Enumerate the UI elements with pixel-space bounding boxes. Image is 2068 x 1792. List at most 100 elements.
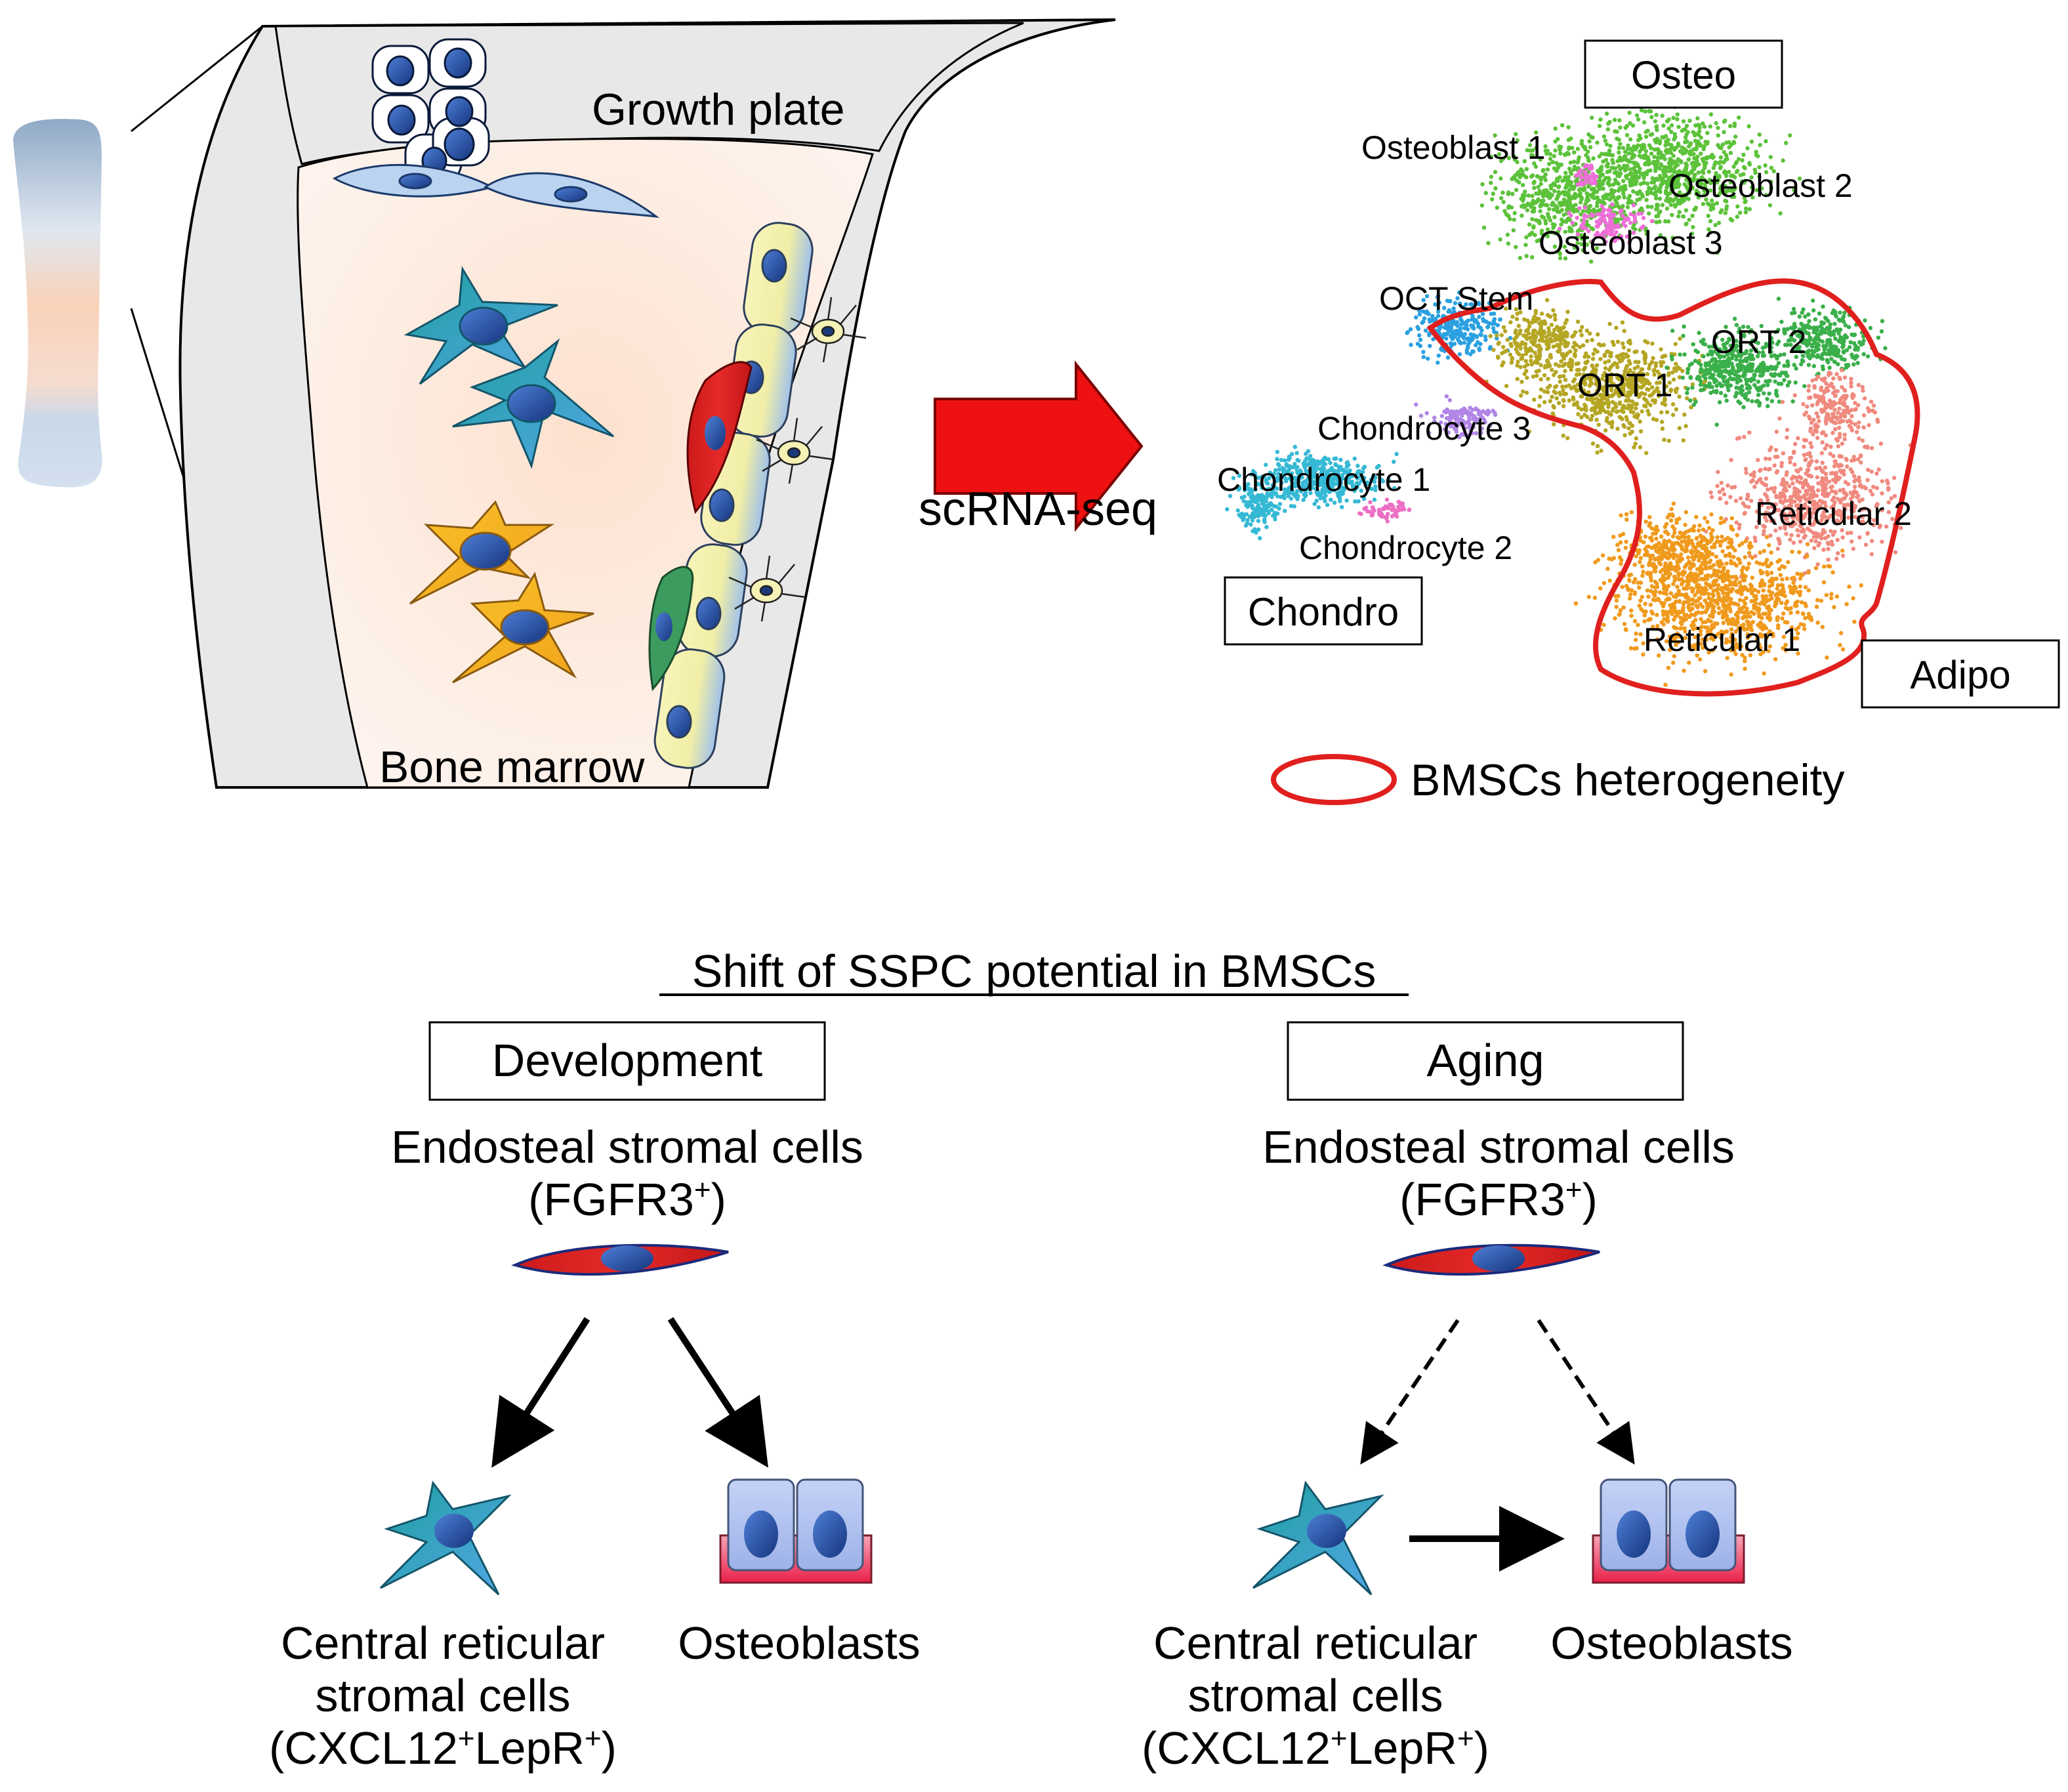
umap-point-reticular-1 (1806, 570, 1811, 575)
umap-point-ort-1 (1561, 374, 1566, 379)
umap-point-osteoblast (1530, 209, 1535, 214)
umap-point-osteoblast (1539, 231, 1544, 236)
umap-point-reticular-1 (1824, 593, 1829, 598)
umap-plot: Osteoblast 1 Osteoblast 2 Osteoblast 3 O… (1217, 39, 2060, 805)
umap-point-ort-1 (1615, 385, 1621, 389)
umap-point-osteoblast (1566, 125, 1571, 129)
umap-point-osteoblast-3 (1588, 177, 1593, 181)
umap-point-osteoblast (1692, 167, 1697, 171)
umap-point-reticular-2 (1856, 425, 1861, 430)
umap-point-osteoblast (1695, 154, 1700, 159)
umap-point-osteoblast-3 (1589, 213, 1594, 218)
umap-point-ort-1 (1567, 398, 1571, 403)
umap-point-reticular-1 (1598, 586, 1603, 591)
umap-point-ort-1 (1609, 425, 1614, 429)
umap-point-oct-stem (1465, 345, 1470, 350)
umap-point-osteoblast (1732, 194, 1737, 199)
umap-point-ort-1 (1603, 392, 1607, 397)
umap-point-ort-1 (1673, 342, 1678, 346)
umap-point-reticular-2 (1791, 541, 1796, 545)
umap-point-reticular-1 (1636, 623, 1640, 627)
growth-plate-label: Growth plate (592, 85, 845, 135)
umap-point-osteoblast (1747, 207, 1752, 211)
umap-point-ort-1 (1590, 441, 1596, 446)
umap-point-oct-stem (1437, 300, 1441, 305)
umap-point-ort-1 (1596, 423, 1601, 427)
umap-point-ort-1 (1649, 360, 1655, 365)
umap-point-reticular-2 (1796, 533, 1800, 538)
umap-point-osteoblast-3 (1590, 239, 1595, 244)
umap-point-oct-stem (1451, 318, 1456, 323)
umap-point-reticular-2 (1772, 463, 1777, 468)
umap-point-osteoblast (1552, 215, 1557, 219)
umap-point-osteoblast (1664, 243, 1668, 248)
umap-point-ort-2 (1774, 388, 1779, 393)
umap-point-osteoblast-3 (1607, 224, 1612, 228)
umap-point-osteoblast (1550, 159, 1555, 165)
umap-point-reticular-2 (1774, 429, 1779, 434)
umap-point-reticular-2 (1851, 547, 1855, 551)
umap-point-osteoblast (1535, 239, 1539, 243)
umap-point-osteoblast (1607, 177, 1612, 182)
umap-point-osteoblast (1622, 195, 1626, 199)
umap-point-reticular-1 (1720, 534, 1724, 539)
umap-point-osteoblast (1567, 166, 1572, 171)
umap-point-osteoblast (1706, 227, 1711, 232)
umap-point-ort-1 (1650, 385, 1655, 390)
umap-point-osteoblast (1584, 235, 1589, 240)
umap-point-ort-1 (1644, 404, 1648, 409)
umap-point-osteoblast (1716, 133, 1720, 138)
umap-point-osteoblast (1778, 211, 1783, 216)
umap-point-osteoblast (1631, 189, 1636, 194)
umap-point-reticular-1 (1844, 602, 1849, 606)
umap-point-ort-2 (1756, 392, 1761, 397)
umap-point-reticular-1 (1643, 602, 1647, 606)
umap-point-reticular-2 (1747, 430, 1752, 435)
umap-point-ort-1 (1515, 350, 1520, 355)
umap-point-osteoblast (1668, 150, 1673, 155)
umap-point-ort-1 (1598, 356, 1603, 362)
umap-point-ort-1 (1531, 328, 1536, 333)
umap-point-reticular-1 (1711, 589, 1716, 593)
umap-point-osteoblast (1530, 194, 1535, 198)
umap-point-reticular-2 (1874, 471, 1879, 476)
umap-point-reticular-2 (1861, 425, 1866, 430)
umap-point-ort-2 (1691, 342, 1695, 346)
umap-point-osteoblast (1723, 211, 1728, 215)
umap-point-osteoblast (1502, 209, 1507, 213)
umap-point-ort-2 (1773, 379, 1777, 384)
umap-point-reticular-1 (1801, 612, 1806, 616)
umap-point-ort-1 (1514, 328, 1518, 333)
umap-point-ort-1 (1681, 438, 1685, 443)
umap-point-osteoblast (1562, 200, 1567, 205)
umap-point-osteoblast (1673, 176, 1678, 180)
umap-point-osteoblast (1668, 203, 1674, 207)
umap-point-ort-2 (1876, 335, 1881, 340)
umap-point-ort-1 (1621, 392, 1626, 396)
umap-point-reticular-2 (1852, 474, 1857, 478)
umap-point-osteoblast (1675, 117, 1680, 121)
umap-point-osteoblast-3 (1581, 225, 1585, 230)
umap-point-osteoblast (1526, 193, 1531, 198)
umap-point-ort-1 (1502, 329, 1508, 333)
umap-point-osteoblast-3 (1602, 235, 1607, 240)
umap-point-osteoblast (1540, 191, 1544, 196)
umap-point-osteoblast (1536, 197, 1541, 202)
umap-point-ort-2 (1820, 326, 1825, 331)
umap-point-reticular-2 (1869, 400, 1874, 404)
umap-point-reticular-2 (1785, 470, 1789, 474)
umap-point-osteoblast (1645, 181, 1650, 186)
umap-point-osteoblast (1724, 204, 1729, 209)
umap-point-ort-1 (1594, 363, 1600, 367)
umap-point-osteoblast (1528, 148, 1533, 153)
umap-point-osteoblast (1653, 138, 1658, 144)
umap-point-osteoblast (1686, 144, 1691, 149)
umap-point-osteoblast (1699, 177, 1704, 181)
umap-point-ort-2 (1790, 311, 1794, 316)
umap-point-reticular-2 (1761, 532, 1766, 537)
umap-point-reticular-2 (1833, 421, 1838, 425)
umap-point-osteoblast (1563, 230, 1567, 234)
umap-point-osteoblast (1661, 123, 1666, 128)
umap-point-osteoblast (1707, 177, 1712, 182)
umap-point-ort-1 (1618, 415, 1623, 420)
